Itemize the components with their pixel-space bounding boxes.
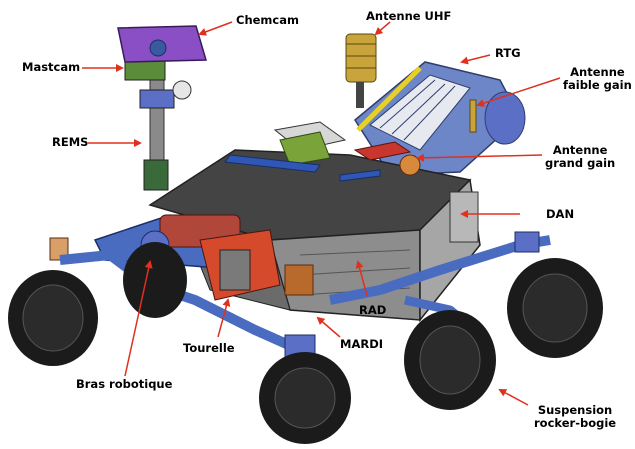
label-antenne-uhf: Antenne UHF [366,9,452,23]
leader-lines [82,21,561,406]
label-suspension-rocker-bogie: Suspension rocker-bogie [534,404,616,430]
deck-equipment [224,99,477,182]
label-antenne-grand-gain: Antenne grand gain [545,144,615,170]
label-tourelle: Tourelle [183,341,235,355]
wheels [8,242,603,444]
label-antenne-faible-gain: Antenne faible gain [563,66,632,92]
label-suspension-line1: Suspension [537,403,613,417]
label-antenne-grand-gain-line1: Antenne [552,143,608,157]
label-suspension-line2: rocker-bogie [534,416,617,430]
mast [117,25,207,191]
label-rad: RAD [359,303,387,317]
label-antenne-grand-gain-line2: grand gain [545,156,616,170]
label-antenne-faible-gain-line1: Antenne [570,65,625,79]
label-rtg: RTG [495,46,521,60]
label-dan: DAN [546,207,575,221]
uhf-antenna [345,33,377,108]
label-antenne-faible-gain-line2: faible gain [563,78,632,92]
robotic-arm [49,214,281,301]
label-chemcam: Chemcam [236,13,299,27]
label-mardi: MARDI [340,337,384,351]
label-bras-robotique: Bras robotique [76,377,173,391]
label-mastcam: Mastcam [22,60,81,74]
label-rems: REMS [52,135,89,149]
